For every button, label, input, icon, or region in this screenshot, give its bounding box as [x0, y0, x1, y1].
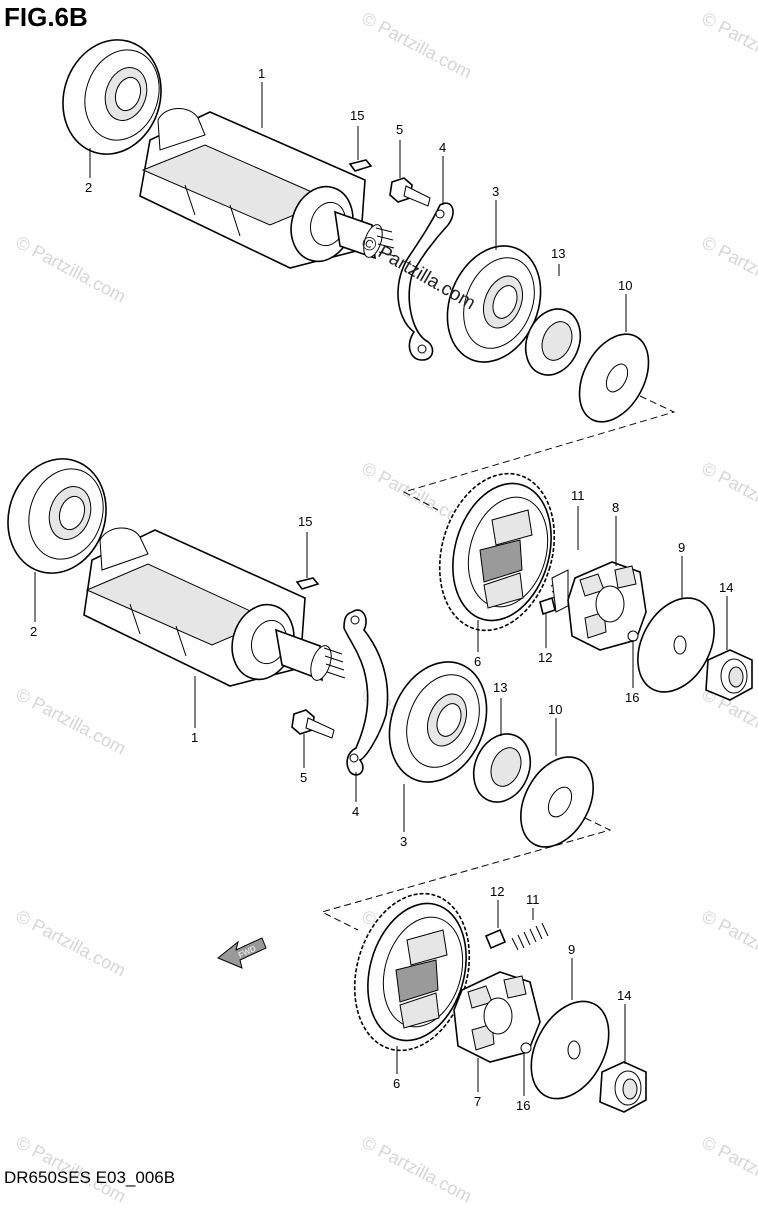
damper-hub-icon [567, 561, 647, 651]
small-pin-icon [520, 1042, 532, 1054]
callout-label: 10 [618, 278, 632, 293]
callout-labels: 1 2 5 15 4 3 13 10 15 2 1 5 4 3 13 10 6 … [30, 66, 733, 1113]
balancer-shaft-icon [139, 108, 396, 269]
retainer-plate-icon [397, 202, 454, 361]
bearing-icon [7, 458, 107, 574]
washer-icon [578, 333, 650, 423]
spring-icon [511, 922, 549, 951]
retainer-plate-icon [343, 609, 389, 776]
callout-label: 8 [612, 500, 619, 515]
callout-label: 5 [300, 770, 307, 785]
small-pin-icon [627, 630, 639, 642]
callout-label: 1 [258, 66, 265, 81]
callout-label: 11 [571, 488, 585, 503]
bolt-icon [291, 709, 335, 739]
key-icon [295, 577, 320, 590]
spacer-icon [524, 308, 582, 376]
nut-icon [705, 649, 753, 701]
callout-label: 15 [298, 514, 312, 529]
top-assembly [62, 39, 676, 511]
callout-label: 1 [191, 730, 198, 745]
callout-label: 9 [568, 942, 575, 957]
fwd-arrow-label: FWD [237, 944, 258, 960]
callout-label: 7 [474, 1094, 481, 1109]
bearing-icon [62, 39, 162, 155]
driven-gear-icon [438, 472, 556, 632]
driven-gear-icon [353, 892, 471, 1052]
callout-label: 16 [516, 1098, 530, 1113]
figure-footer-code: DR650SES E03_006B [4, 1168, 176, 1187]
callout-label: 11 [526, 892, 540, 907]
damper-hub-icon [453, 971, 541, 1063]
callout-label: 2 [30, 624, 37, 639]
callout-label: 3 [492, 184, 499, 199]
figure-title: FIG.6B [4, 2, 88, 32]
callout-label: 6 [474, 654, 481, 669]
nut-icon [599, 1061, 647, 1113]
callout-label: 5 [396, 122, 403, 137]
callout-label: 15 [350, 108, 364, 123]
callout-label: 12 [490, 884, 504, 899]
callout-label: 9 [678, 540, 685, 555]
callout-label: 12 [538, 650, 552, 665]
key-icon [348, 159, 373, 172]
plate-washer-icon [637, 597, 715, 693]
pin-icon [484, 928, 507, 950]
callout-label: 13 [551, 246, 565, 261]
spacer-icon [472, 733, 532, 803]
callout-label: 14 [719, 580, 733, 595]
leader-lines [34, 82, 728, 1096]
balancer-shaft-icon [83, 527, 346, 687]
callout-label: 10 [548, 702, 562, 717]
callout-label: 4 [439, 140, 446, 155]
bolt-icon [389, 177, 431, 207]
bearing-icon [388, 661, 488, 783]
pin-icon [539, 596, 556, 616]
bottom-assembly: FWD [217, 892, 647, 1113]
callout-label: 2 [85, 180, 92, 195]
fwd-arrow-icon: FWD [217, 937, 267, 969]
middle-assembly [7, 458, 753, 931]
callout-label: 14 [617, 988, 631, 1003]
callout-label: 13 [493, 680, 507, 695]
callout-label: 3 [400, 834, 407, 849]
callout-label: 16 [625, 690, 639, 705]
callout-label: 4 [352, 804, 359, 819]
callout-label: 6 [393, 1076, 400, 1091]
washer-icon [520, 756, 594, 848]
plate-washer-icon [530, 1000, 610, 1100]
bearing-icon [446, 245, 542, 363]
